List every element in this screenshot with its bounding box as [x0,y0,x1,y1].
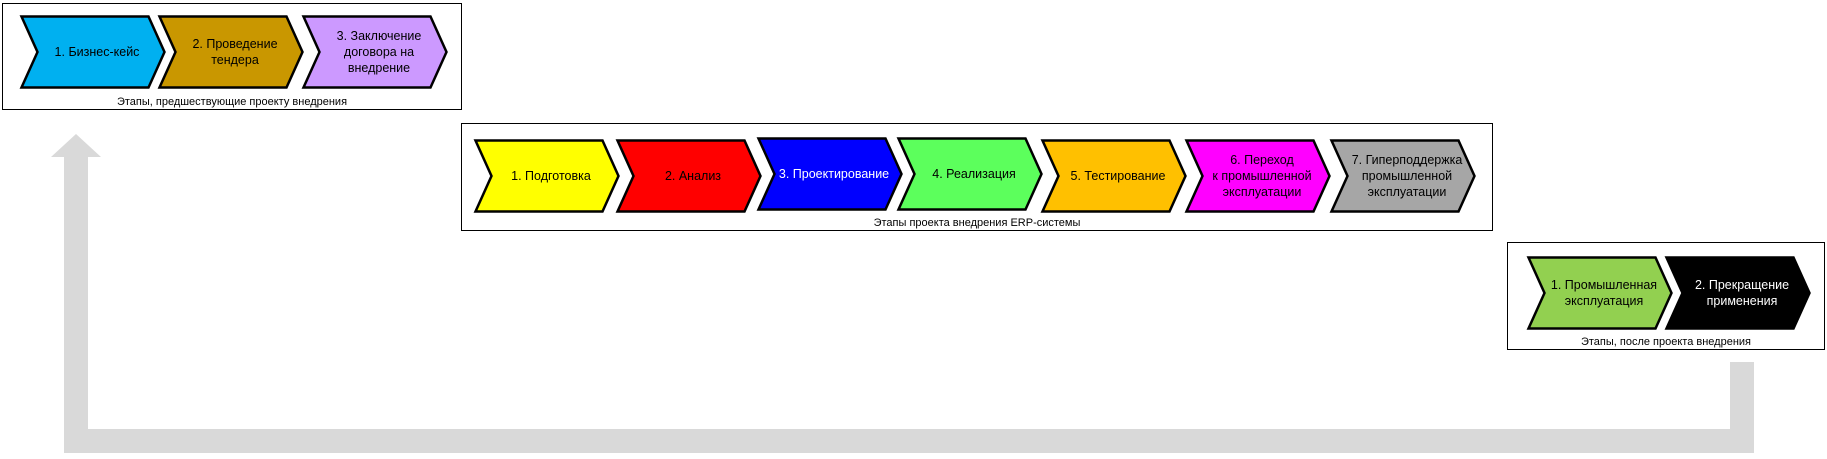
stage-preparation: 1. Подготовка [473,139,620,213]
stage-transition: 6. Переход к промышленной эксплуатации [1184,139,1331,213]
stage-label: 1. Подготовка [511,169,591,183]
chevron-shape [1329,139,1476,213]
stage-label: 2. Прекращение применения [1694,278,1790,308]
stage-label: 2. Анализ [664,169,722,183]
chevron-shape [1184,139,1331,213]
chevron-shape [1526,256,1673,330]
chevron-shape [473,139,620,213]
pre-project-caption: Этапы, предшествующие проекту внедрения [116,96,348,108]
stage-label: 1. Промышленная эксплуатация [1550,278,1658,308]
stage-analysis: 2. Анализ [615,139,762,213]
stage-label: 3. Заключение договора на внедрение [336,29,422,75]
stage-implementation: 4. Реализация [896,137,1043,211]
stage-label: 7. Гиперподдержка промышленной эксплуата… [1351,153,1463,199]
chevron-shape [615,139,762,213]
stage-label: 1. Бизнес-кейс [54,45,140,59]
chevron-shape [19,15,166,89]
stage-hypercare: 7. Гиперподдержка промышленной эксплуата… [1329,139,1476,213]
chevron-shape [1040,139,1187,213]
stage-label: 3. Проектирование [778,167,890,181]
stage-tender: 2. Проведение тендера [157,15,304,89]
chevron-shape [157,15,304,89]
stage-decommission: 2. Прекращение применения [1664,256,1811,330]
chevron-shape [756,137,903,211]
stage-label: 2. Проведение тендера [192,37,278,67]
stage-business-case: 1. Бизнес-кейс [19,15,166,89]
stage-label: 4. Реализация [932,167,1016,181]
stage-design: 3. Проектирование [756,137,903,211]
post-project-caption: Этапы, после проекта внедрения [1580,336,1752,348]
stage-testing: 5. Тестирование [1040,139,1187,213]
erp-project-caption: Этапы проекта внедрения ERP-системы [873,217,1081,229]
stage-contract: 3. Заключение договора на внедрение [301,15,448,89]
chevron-shape [301,15,448,89]
stage-label: 5. Тестирование [1070,169,1166,183]
stage-label: 6. Переход к промышленной эксплуатации [1212,153,1312,199]
stage-operation: 1. Промышленная эксплуатация [1526,256,1673,330]
chevron-shape [1664,256,1811,330]
chevron-shape [896,137,1043,211]
